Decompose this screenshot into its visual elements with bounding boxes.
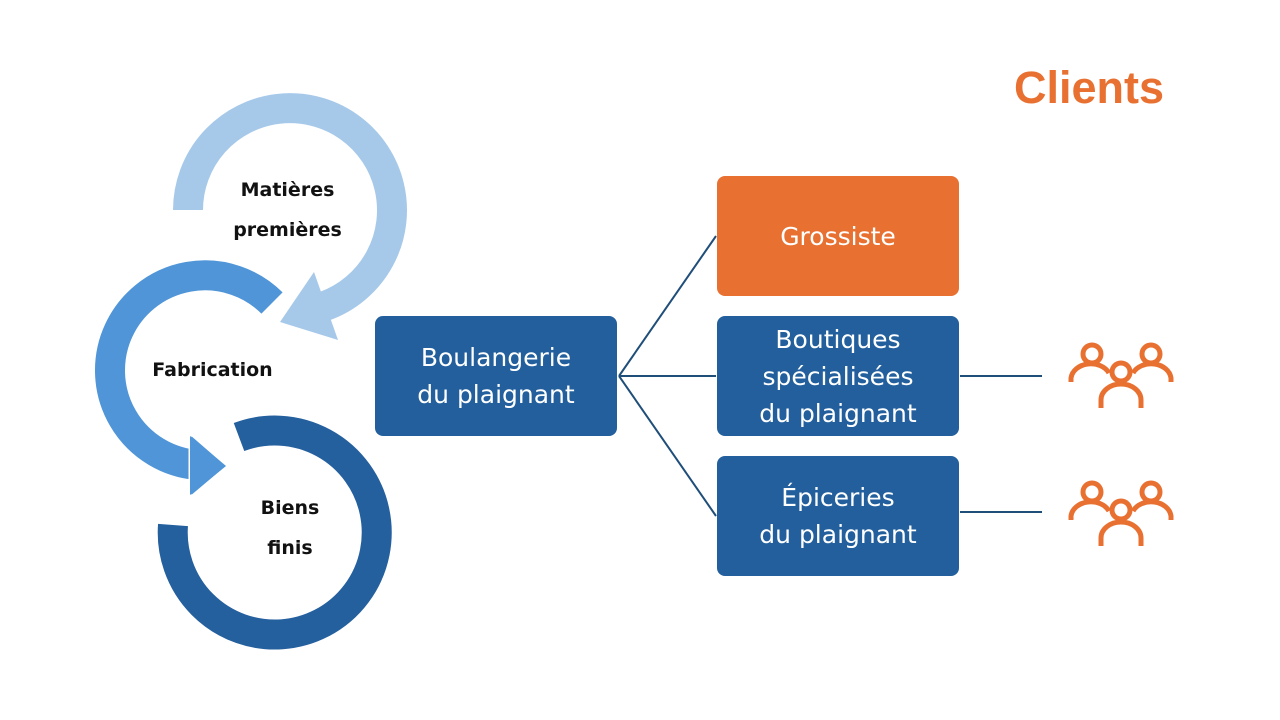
people-group-icon	[1068, 480, 1174, 546]
people-group-icon	[1068, 342, 1174, 408]
groceries-box: Épiceries du plaignant	[717, 456, 959, 576]
specialty-shops-label: Boutiques spécialisées du plaignant	[759, 324, 917, 428]
connector-lines	[618, 235, 1042, 517]
specialty-shops-box: Boutiques spécialisées du plaignant	[717, 316, 959, 436]
bakery-label: Boulangerie du plaignant	[417, 343, 575, 409]
cycle-arrow-manufacturing	[91, 256, 286, 502]
cycle-label-raw-materials: Matières premières	[233, 179, 342, 241]
groceries-label: Épiceries du plaignant	[759, 483, 917, 549]
cycle-label-manufacturing: Fabrication	[152, 359, 273, 381]
cycle-arrow-raw-materials	[173, 93, 407, 340]
clients-title: Clients	[1014, 62, 1165, 113]
wholesaler-label: Grossiste	[780, 221, 896, 251]
cycle-arrow-finished-goods	[157, 415, 392, 650]
cycle-label-finished-goods: Biens finis	[260, 497, 320, 559]
wholesaler-box: Grossiste	[717, 176, 959, 296]
bakery-box: Boulangerie du plaignant	[375, 316, 617, 436]
